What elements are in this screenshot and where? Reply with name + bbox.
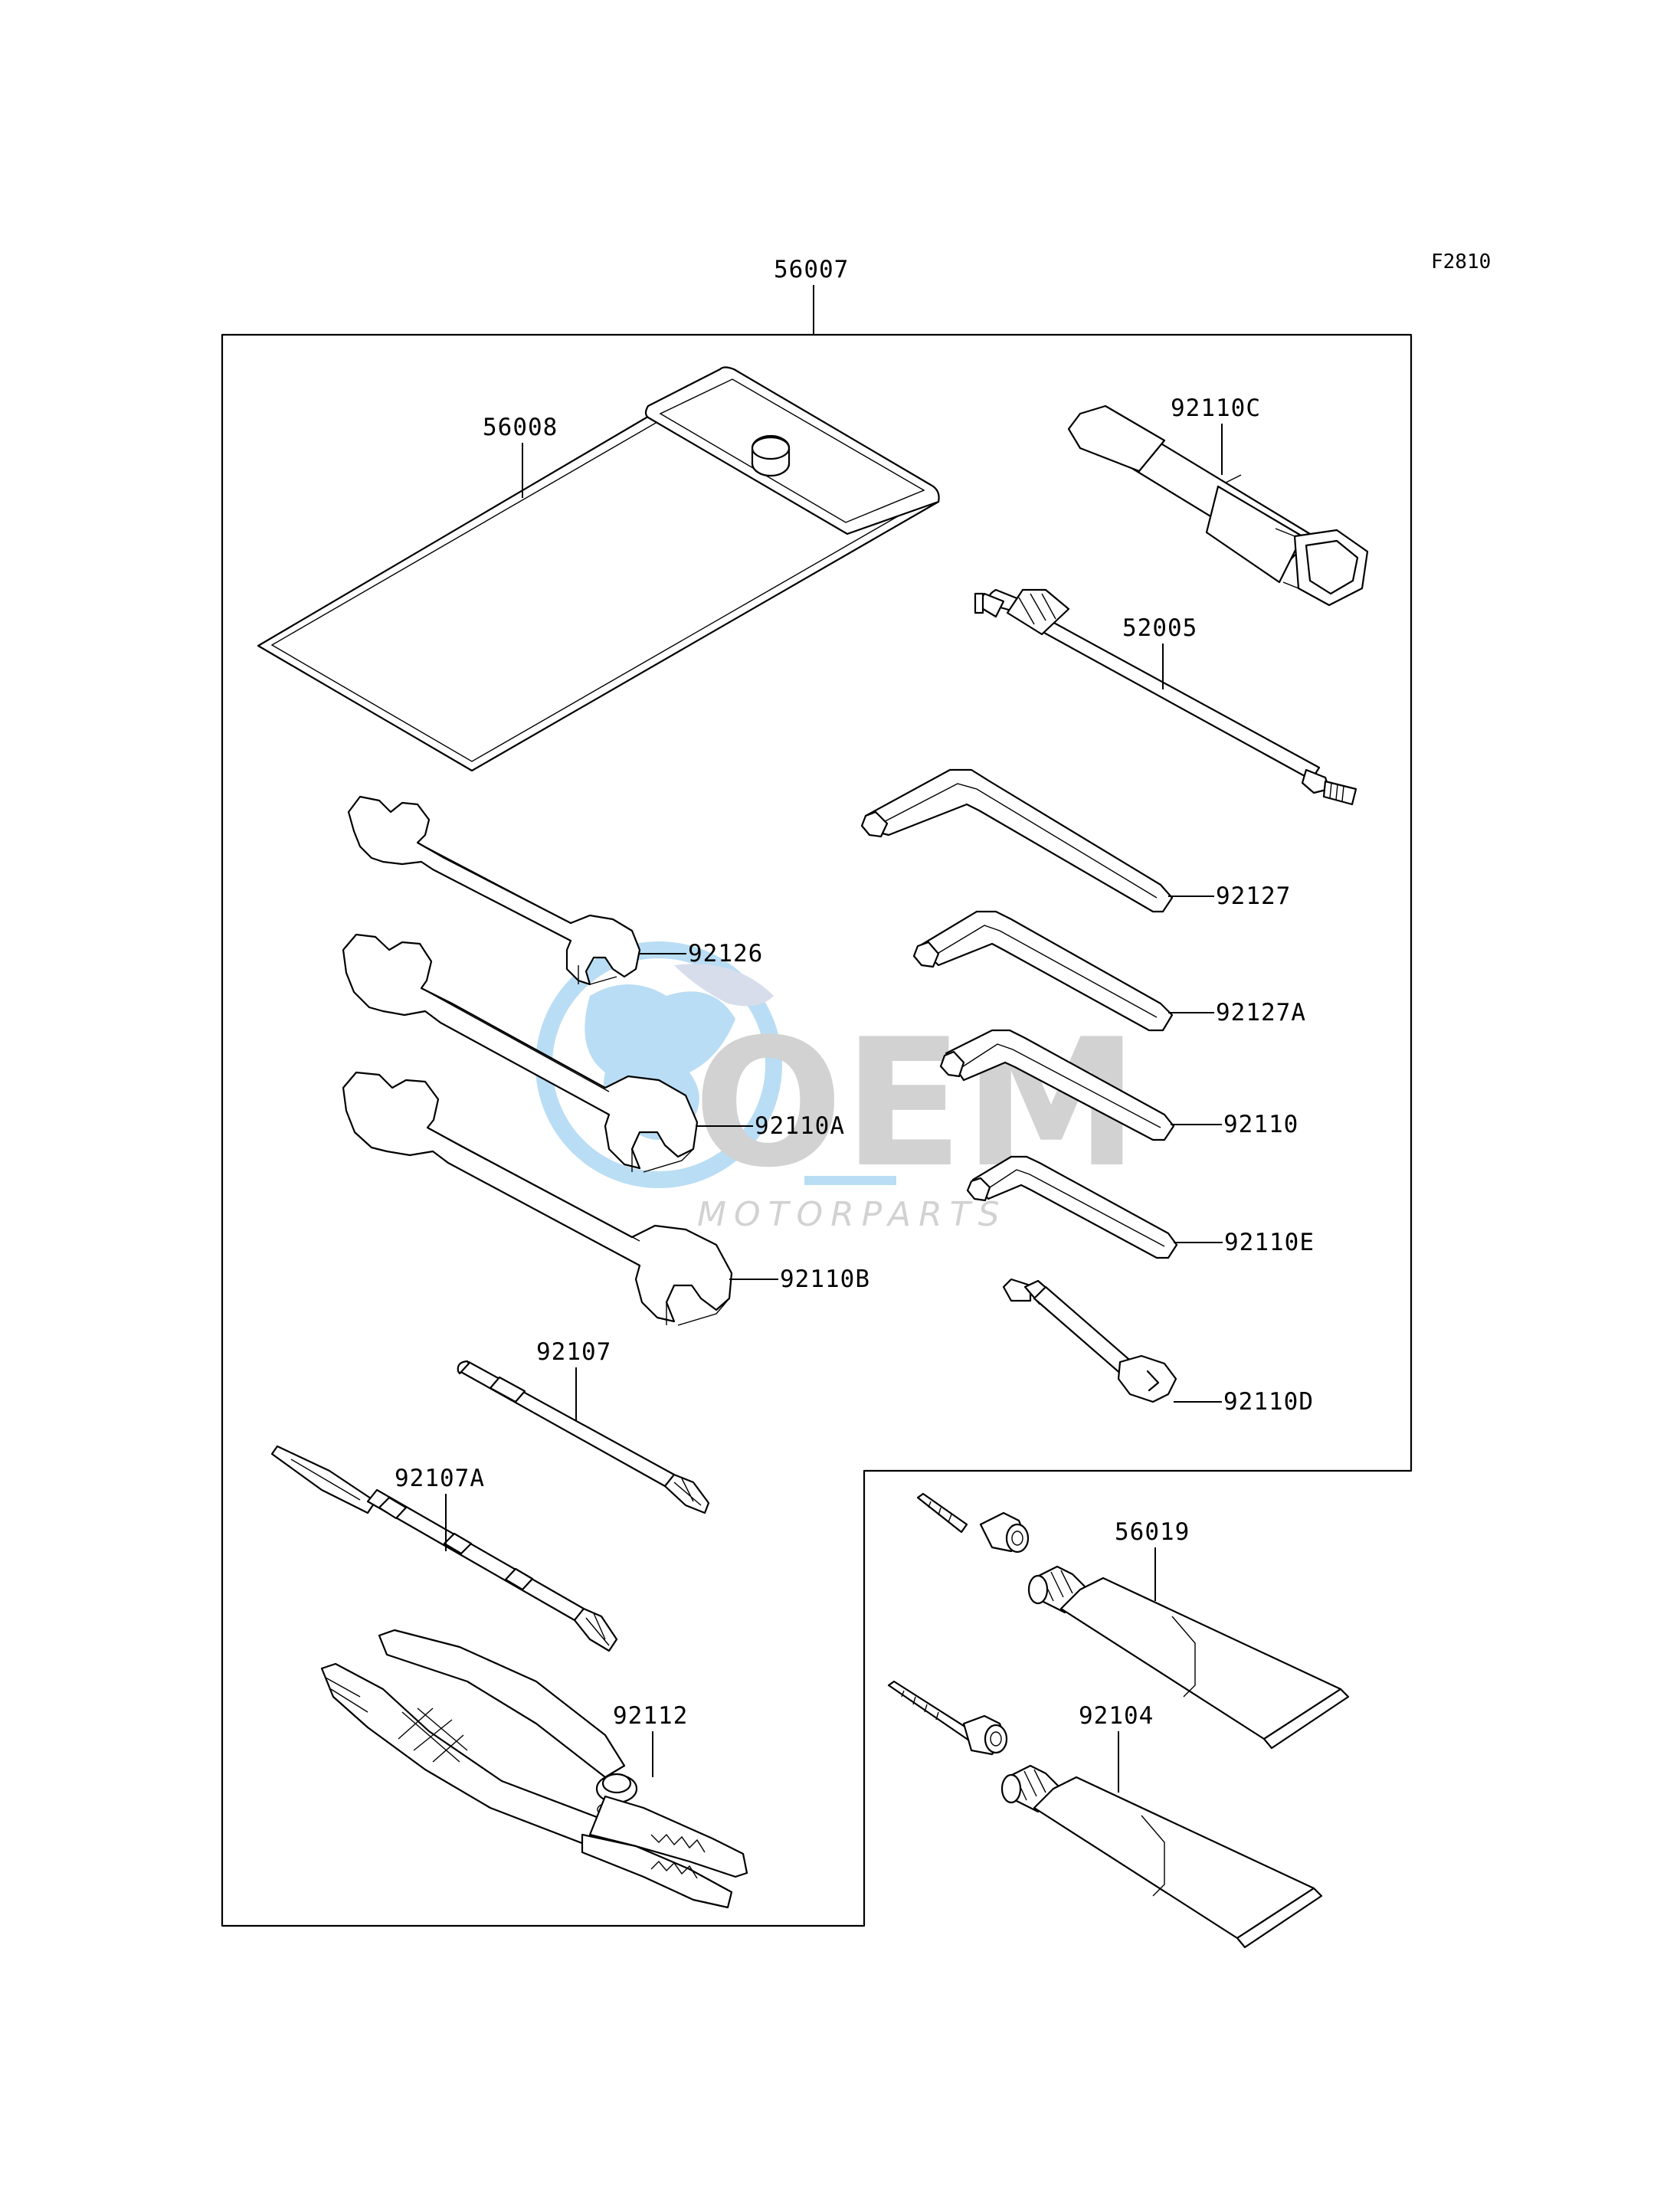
label-56008: 56008 [483,414,558,441]
hex-key-92110-icon [939,1029,1175,1141]
label-92110D: 92110D [1223,1388,1314,1416]
label-52005: 52005 [1122,614,1197,642]
wrench-92110A-icon [342,933,699,1173]
label-92110B: 92110B [780,1265,870,1293]
plug-wrench-92110C-icon [1067,404,1369,607]
label-92107: 92107 [536,1338,611,1366]
screwdriver-bit-92107-icon [457,1360,710,1514]
watermark-subtitle: MOTORPARTS [697,1195,1007,1234]
kit-boundary [221,333,1413,1927]
label-92110C: 92110C [1171,395,1261,422]
watermark-brand: OEM [693,1002,1139,1207]
label-56019: 56019 [1115,1518,1190,1546]
label-92110: 92110 [1223,1111,1298,1138]
figure-code: F2810 [1431,250,1491,273]
label-92127A: 92127A [1216,999,1306,1026]
pliers-92112-icon [320,1629,748,1909]
grease-tube-56019-icon [916,1492,1350,1750]
label-92110E: 92110E [1224,1229,1315,1256]
hex-key-92110E-icon [966,1155,1178,1259]
screwdriver-92107A-icon [270,1445,618,1652]
label-92104: 92104 [1079,1702,1154,1730]
hex-key-92127A-icon [912,910,1174,1032]
pressure-gauge-52005-icon [974,588,1357,806]
hex-key-92127-icon [860,768,1174,913]
label-92112: 92112 [613,1702,688,1730]
label-92126: 92126 [688,940,763,968]
label-92127: 92127 [1216,882,1291,910]
pouch-56008-icon [257,366,940,772]
driver-tool-92110D-icon [1002,1278,1177,1403]
kit-label: 56007 [774,256,849,283]
wrench-92126-icon [347,795,641,986]
wrench-92110B-icon [342,1071,733,1326]
label-92107A: 92107A [395,1465,485,1492]
grease-tube-92104-icon [887,1680,1323,1949]
label-92110A: 92110A [755,1112,845,1140]
